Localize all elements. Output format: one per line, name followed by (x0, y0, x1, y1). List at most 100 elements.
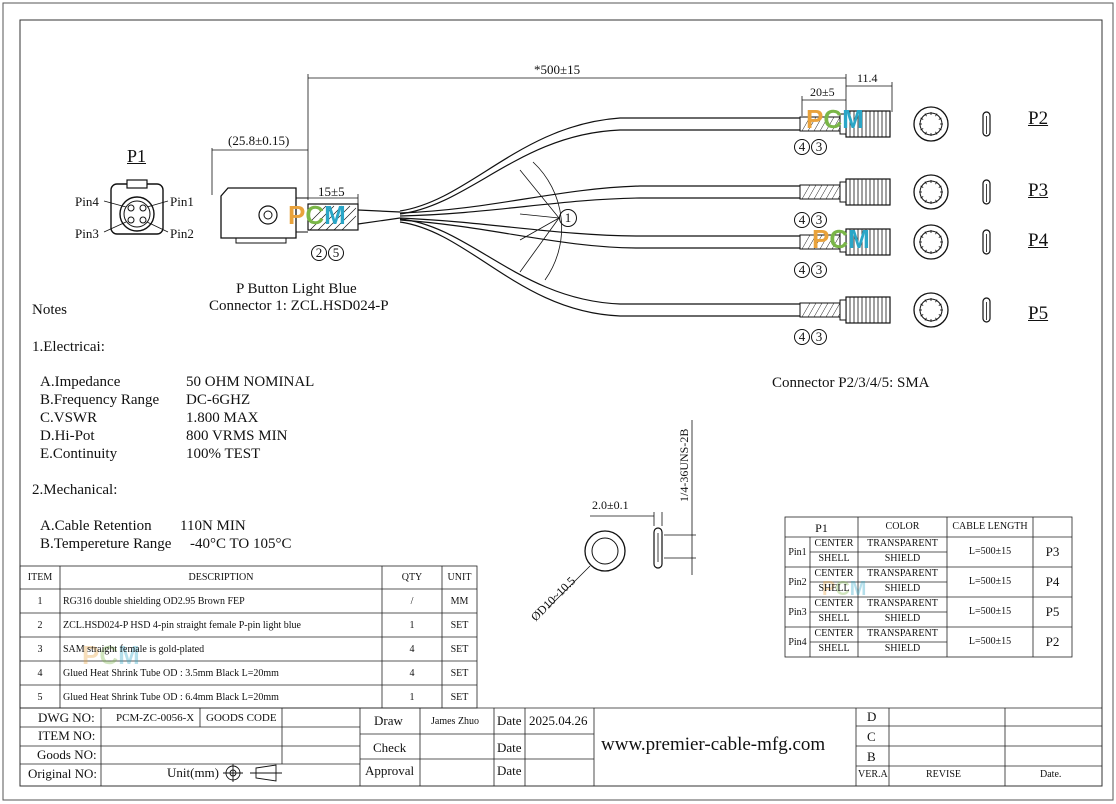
pinout-cell-shell: SHELL (818, 553, 850, 564)
item-no-label: ITEM NO: (38, 728, 96, 743)
mech-temp-key: B.Tempereture Range (40, 536, 172, 552)
p1-pin3-label: Pin3 (75, 226, 99, 241)
mech-retention-value: 110N MIN (180, 518, 246, 534)
pinout-cell-shell-color: SHIELD (884, 643, 921, 654)
bom-cell: 1 (37, 596, 43, 607)
bom-cell: 5 (37, 692, 43, 703)
draw-name: James Zhuo (431, 716, 480, 727)
p1-side-view (220, 187, 401, 244)
pinout-cell-center: CENTER (814, 568, 854, 579)
pinout-cell-port: P4 (1045, 574, 1060, 589)
dim-p1-connector: (25.8±0.15) (228, 133, 290, 148)
pinout-cell-center: CENTER (814, 598, 854, 609)
sma-caption: Connector P2/3/4/5: SMA (772, 375, 930, 391)
pinout-header-cell: P1 (815, 521, 828, 535)
port-label-p3: P3 (1028, 180, 1049, 201)
balloon-4: 4 (794, 329, 810, 345)
electrical-value: DC-6GHZ (186, 392, 251, 408)
bom-header-cell: DESCRIPTION (188, 572, 254, 583)
electrical-key: B.Frequency Range (40, 392, 160, 408)
pcm-logo-p1: PCM (288, 200, 346, 230)
pinout-cell-center-color: TRANSPARENT (867, 598, 938, 609)
pinout-cell-shell-color: SHIELD (884, 613, 921, 624)
balloon-2: 2 (311, 245, 327, 261)
sma-connector-1 (799, 106, 991, 142)
date-label-3: Date (497, 763, 522, 778)
pcm-logo-bom: PCM (82, 640, 140, 670)
dwg-no-label: DWG NO: (38, 710, 95, 725)
pinout-cell-length: L=500±15 (968, 606, 1012, 617)
sma-connector-3 (799, 224, 991, 260)
website[interactable]: www.premier-cable-mfg.com (601, 734, 826, 755)
projection-symbol-icon (223, 764, 282, 782)
balloon-3: 3 (811, 262, 827, 278)
rev-d: D (867, 709, 877, 724)
pinout-header-cell: CABLE LENGTH (952, 521, 1028, 532)
title-block-grid (20, 707, 1102, 786)
dimension-lines (211, 74, 893, 204)
dwg-no-value: PCM-ZC-0056-X (116, 712, 195, 724)
sma-connector-4 (799, 292, 991, 328)
pinout-cell-port: P5 (1045, 604, 1060, 619)
bom-header-cell: UNIT (447, 572, 472, 583)
unit-label: Unit(mm) (167, 765, 219, 780)
date-value: 2025.04.26 (529, 713, 588, 728)
sma-detail (547, 420, 696, 609)
revise-label: REVISE (926, 769, 961, 780)
rev-b: B (867, 749, 876, 764)
mech-temp-value: -40°C TO 105°C (190, 536, 292, 552)
pinout-cell-shell-color: SHIELD (884, 583, 921, 594)
bom-cell: ZCL.HSD024-P HSD 4-pin straight female P… (63, 620, 301, 631)
bom-cell: SET (450, 620, 469, 631)
pinout-cell-shell: SHELL (818, 613, 850, 624)
check-label: Check (373, 740, 407, 755)
p1-label: P1 (127, 146, 147, 166)
bom-cell: SAM straight female is gold-plated (63, 644, 205, 655)
pinout-cell-length: L=500±15 (968, 636, 1012, 647)
original-no-label: Original NO: (28, 766, 97, 781)
pinout-cell-port: P2 (1045, 634, 1060, 649)
cable-branches (399, 117, 800, 317)
electrical-key: E.Continuity (40, 446, 118, 462)
pinout-cell-shell: SHELL (818, 643, 850, 654)
bom-header-cell: QTY (401, 572, 423, 583)
balloon-4: 4 (794, 262, 810, 278)
sma-connector-2 (799, 174, 991, 210)
notes-title: Notes (32, 302, 67, 318)
rev-c: C (867, 729, 876, 744)
balloon-3: 3 (811, 212, 827, 228)
approval-label: Approval (365, 763, 415, 778)
sma-connectors (799, 106, 991, 328)
dim-overall-length: *500±15 (534, 62, 581, 77)
pinout-cell-pin: Pin3 (788, 607, 807, 618)
date-label-1: Date (497, 713, 522, 728)
bom-cell: 1 (409, 692, 415, 703)
pinout-cell-pin: Pin1 (788, 547, 807, 558)
date-label-2: Date (497, 740, 522, 755)
dim-p1-strip: 15±5 (318, 184, 345, 199)
date2-label: Date. (1040, 769, 1062, 780)
electrical-title: 1.Electricai: (32, 339, 105, 355)
electrical-value: 100% TEST (186, 446, 261, 462)
bom-cell: / (410, 596, 414, 607)
p1-pin2-label: Pin2 (170, 226, 194, 241)
balloon-1-leaders (519, 161, 563, 281)
bom-cell: 4 (409, 644, 415, 655)
bom-cell: SET (450, 668, 469, 679)
goods-no-label: Goods NO: (37, 747, 97, 762)
p1-caption-line2: Connector 1: ZCL.HSD024-P (209, 298, 389, 314)
port-label-p5: P5 (1028, 303, 1049, 324)
pinout-cell-shell: SHELL (818, 583, 850, 594)
pinout-cell-pin: Pin2 (788, 577, 807, 588)
draw-label: Draw (374, 713, 403, 728)
pinout-cell-shell-color: SHIELD (884, 553, 921, 564)
p1-face-view (103, 179, 169, 235)
pinout-table-grid (784, 516, 1073, 658)
mechanical-title: 2.Mechanical: (32, 482, 118, 498)
electrical-key: A.Impedance (40, 374, 121, 390)
p1-pin1-label: Pin1 (170, 194, 194, 209)
pinout-cell-port: P3 (1045, 544, 1060, 559)
p1-caption-line1: P Button Light Blue (236, 281, 357, 297)
